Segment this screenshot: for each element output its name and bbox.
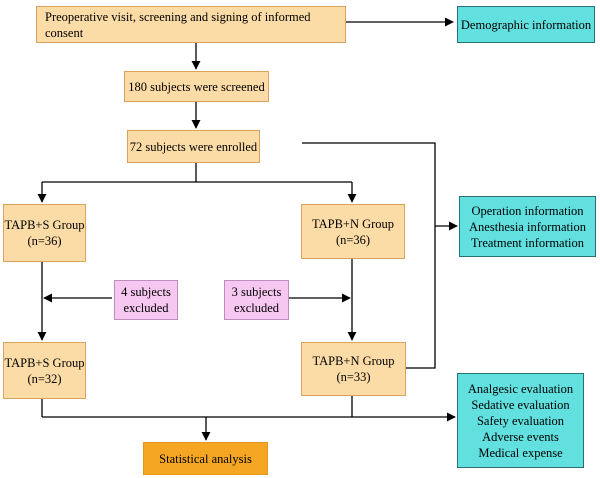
sedative-evaluation-line: Sedative evaluation <box>471 397 570 412</box>
tapbs-32-n: (n=32) <box>27 371 62 386</box>
tapbn-group-36-box: TAPB+N Group (n=36) <box>301 204 405 259</box>
evaluations-box: Analgesic evaluation Sedative evaluation… <box>457 373 584 468</box>
tapbn-33-n: (n=33) <box>336 370 371 384</box>
excluded-right-line2: excluded <box>233 301 280 315</box>
screened-label: 180 subjects were screened <box>128 79 265 94</box>
tapbn-33-name: TAPB+N Group <box>312 354 395 368</box>
analgesic-evaluation-line: Analgesic evaluation <box>467 381 574 396</box>
operation-info-box: Operation information Anesthesia informa… <box>459 196 596 257</box>
safety-evaluation-line: Safety evaluation <box>476 413 565 428</box>
tapbn-36-name: TAPB+N Group <box>311 216 395 231</box>
operation-info-line: Operation information <box>471 203 584 218</box>
preop-box: Preoperative visit, screening and signin… <box>36 6 346 43</box>
tapbs-group-32-box: TAPB+S Group (n=32) <box>3 342 86 399</box>
demographic-label: Demographic information <box>460 17 592 32</box>
tapbn-group-33-box: TAPB+N Group (n=33) <box>301 342 406 396</box>
demographic-box: Demographic information <box>457 6 595 43</box>
excluded-left-box: 4 subjects excluded <box>114 280 178 320</box>
treatment-info-line: Treatment information <box>470 235 585 250</box>
excluded-left-line2: excluded <box>123 301 169 315</box>
preop-label: Preoperative visit, screening and signin… <box>45 9 311 40</box>
statistical-analysis-box: Statistical analysis <box>143 442 268 475</box>
line-enrolled-right <box>302 142 436 226</box>
medical-expense-line: Medical expense <box>478 445 563 460</box>
tapbs-group-36-box: TAPB+S Group (n=36) <box>3 204 86 262</box>
tapbs-36-name: TAPB+S Group <box>4 218 85 232</box>
excluded-right-line1: 3 subjects <box>231 285 282 299</box>
adverse-events-line: Adverse events <box>482 429 559 444</box>
statistical-analysis-label: Statistical analysis <box>159 451 252 466</box>
tapbs-36-n: (n=36) <box>27 234 62 248</box>
enrolled-box: 72 subjects were enrolled <box>127 130 260 163</box>
tapbn-36-n: (n=36) <box>335 232 371 247</box>
line-tapbn33-right <box>406 226 436 369</box>
screened-box: 180 subjects were screened <box>124 71 269 102</box>
anesthesia-info-line: Anesthesia information <box>469 219 586 234</box>
excluded-right-box: 3 subjects excluded <box>224 280 289 320</box>
tapbs-32-name: TAPB+S Group <box>4 355 85 370</box>
excluded-left-line1: 4 subjects <box>121 285 171 299</box>
enrolled-label: 72 subjects were enrolled <box>129 139 258 154</box>
